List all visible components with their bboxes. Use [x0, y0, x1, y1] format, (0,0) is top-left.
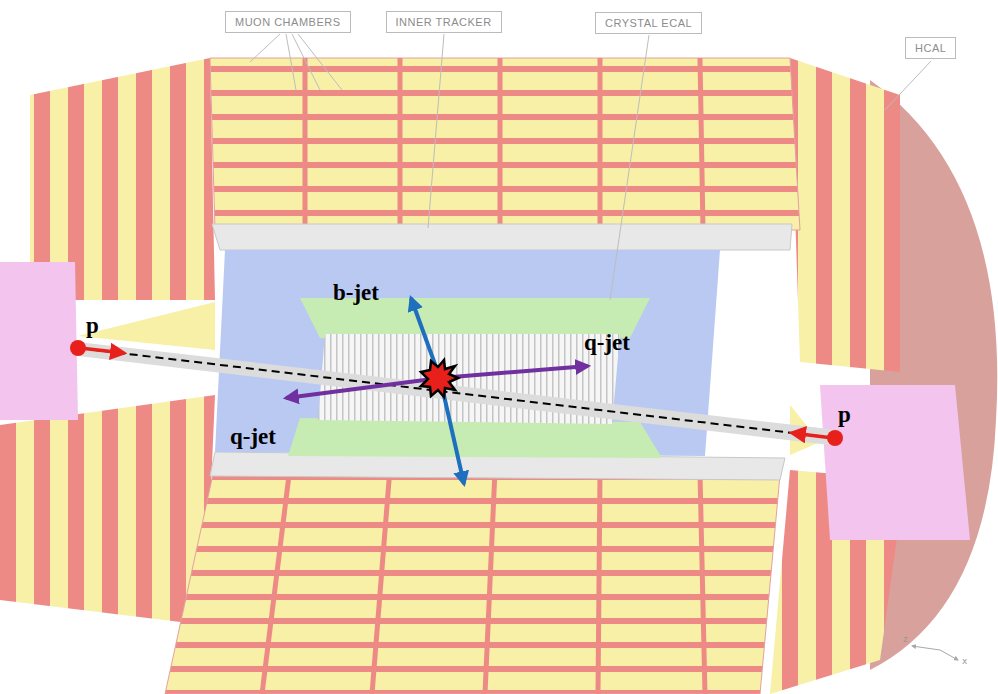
leader-lines [250, 34, 931, 300]
proton-arrow [792, 433, 833, 438]
muon-barrel [210, 58, 800, 230]
axis-arrow [940, 650, 958, 660]
shield-block [0, 262, 78, 420]
forward-cone [78, 302, 215, 350]
particle-label: p [838, 402, 851, 428]
proton-arrow [80, 348, 124, 353]
axis-label: z [903, 634, 908, 645]
muon-endcap [790, 58, 900, 372]
muon-barrel [165, 465, 780, 694]
particle-label: p [86, 313, 99, 339]
callout-box: MUON CHAMBERS [225, 11, 351, 33]
callout-box: HCAL [905, 37, 956, 59]
beam-pipe [78, 342, 838, 446]
axis-label: x [962, 656, 967, 667]
axis-arrow [912, 646, 940, 650]
muon-endcap [0, 395, 215, 625]
part-name: INNER TRACKER [396, 15, 492, 29]
shield-block [820, 385, 970, 540]
collision-point [421, 360, 458, 397]
solenoid [212, 224, 792, 250]
jet-label: q-jet [584, 330, 630, 356]
part-name: MUON CHAMBERS [235, 15, 341, 29]
jet-arrow [286, 378, 440, 398]
part-name: HCAL [915, 41, 946, 55]
ecal-region [288, 418, 662, 458]
beam-line [78, 348, 835, 438]
part-name: CRYSTAL ECAL [605, 16, 692, 30]
callout-box: INNER TRACKER [386, 11, 502, 33]
jet-label: q-jet [230, 424, 276, 450]
callout-box: CRYSTAL ECAL [595, 12, 702, 34]
jet-arrow [440, 366, 588, 378]
jet-label: b-jet [333, 280, 379, 306]
